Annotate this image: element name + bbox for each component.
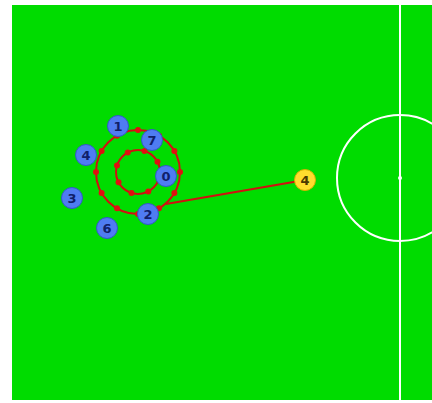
player-number: 1: [113, 120, 122, 133]
range-dot: [171, 190, 177, 196]
team-player: 7: [141, 129, 163, 151]
pass-line: [166, 180, 305, 204]
range-dots: [93, 127, 183, 217]
player-number: 2: [143, 208, 152, 221]
range-dot: [116, 179, 122, 185]
player-number: 4: [300, 174, 309, 187]
inner-range-circle: [116, 150, 160, 194]
player-number: 3: [67, 192, 76, 205]
range-dot: [154, 159, 160, 165]
player-number: 7: [147, 134, 156, 147]
range-dot: [99, 190, 105, 196]
opponent-player: 4: [294, 169, 316, 191]
range-dot: [114, 162, 120, 168]
range-dot: [135, 127, 141, 133]
team-player: 0: [155, 165, 177, 187]
team-player: 1: [107, 115, 129, 137]
range-dot: [177, 169, 183, 175]
range-dot: [125, 150, 131, 156]
center-spot: [398, 176, 402, 180]
player-number: 4: [81, 149, 90, 162]
range-dot: [114, 205, 120, 211]
range-dot: [128, 190, 134, 196]
team-player: 2: [137, 203, 159, 225]
player-number: 0: [161, 170, 170, 183]
range-dot: [93, 169, 99, 175]
player-number: 6: [102, 222, 111, 235]
outer-range-circle: [96, 130, 180, 214]
range-dot: [171, 148, 177, 154]
team-player: 6: [96, 217, 118, 239]
halfway-line: [399, 5, 401, 400]
range-dot: [145, 188, 151, 194]
team-player: 3: [61, 187, 83, 209]
team-player: 4: [75, 144, 97, 166]
center-circle: [337, 115, 432, 241]
grass: [12, 5, 432, 400]
range-dot: [99, 148, 105, 154]
